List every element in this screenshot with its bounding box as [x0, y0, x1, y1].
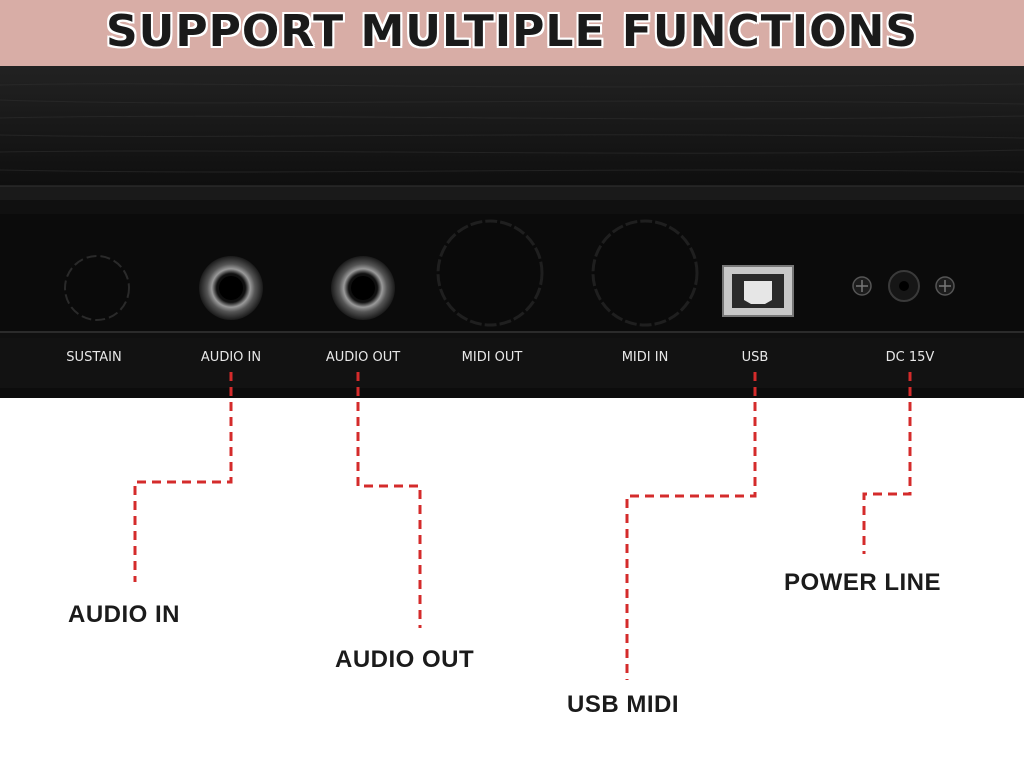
port-label-midi-in: MIDI IN	[621, 350, 669, 365]
callout-audio-out: AUDIO OUT	[335, 646, 475, 673]
port-label-dc: DC 15V	[885, 350, 935, 365]
midi-in-port	[591, 219, 699, 327]
port-label-audio-out: AUDIO OUT	[325, 350, 401, 365]
panel-top-surface	[0, 66, 1024, 196]
leader-line-usb-midi	[625, 372, 757, 680]
title-banner: SUPPORT MULTIPLE FUNCTIONS	[0, 0, 1024, 66]
midi-out-port	[436, 219, 544, 327]
port-label-sustain: SUSTAIN	[66, 350, 122, 365]
leader-line-audio-out	[356, 372, 422, 628]
leader-line-audio-in	[133, 372, 233, 582]
callout-audio-in: AUDIO IN	[68, 601, 180, 628]
port-label-midi-out: MIDI OUT	[461, 350, 523, 365]
callout-usb-midi: USB MIDI	[567, 691, 679, 718]
port-label-audio-in: AUDIO IN	[200, 350, 262, 365]
banner-title: SUPPORT MULTIPLE FUNCTIONS	[105, 6, 919, 57]
callout-power-line: POWER LINE	[784, 569, 942, 596]
keyboard-rear-panel	[0, 66, 1024, 398]
wood-grain-texture	[0, 83, 1024, 173]
dc-power-jack	[852, 270, 955, 302]
sustain-jack	[64, 255, 130, 321]
panel-bevel	[0, 186, 1024, 200]
usb-b-port	[722, 265, 794, 317]
port-label-usb: USB	[741, 350, 769, 365]
